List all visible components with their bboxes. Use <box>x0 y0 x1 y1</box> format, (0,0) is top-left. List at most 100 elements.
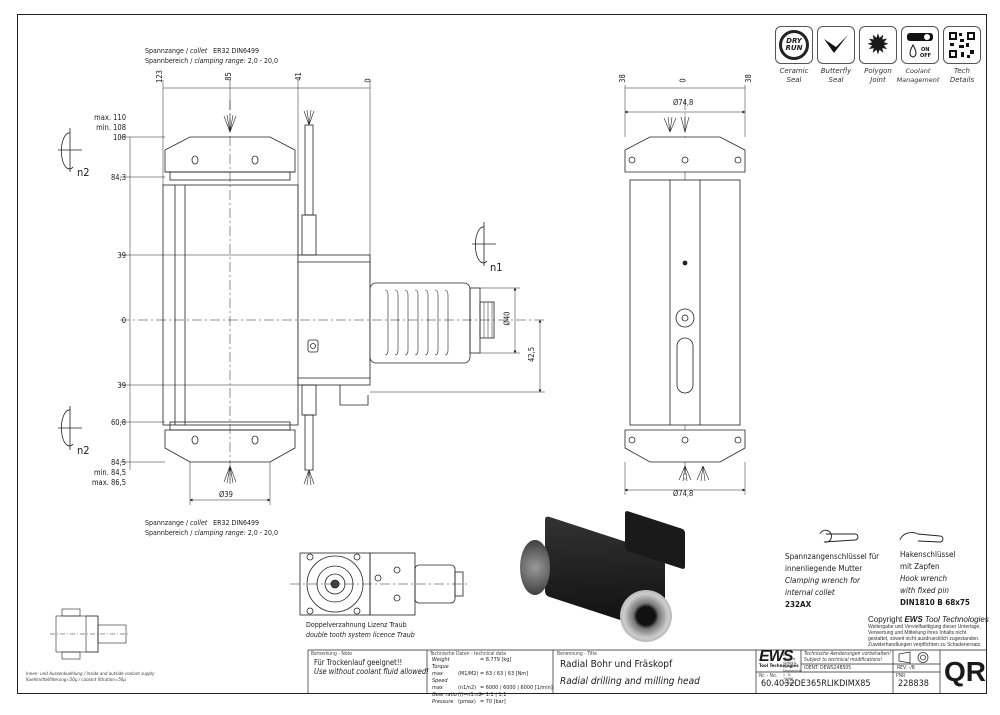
feature-ceramic-seal: DRY RUN <box>775 26 813 64</box>
rotation-symbols <box>58 128 496 450</box>
copyright-line: gestattet, soweit nicht ausdruecklich zu… <box>868 636 980 642</box>
wrench1-part: 232AX <box>785 600 812 609</box>
tech-row-pressure: Pressure(pmax)= 70 [bar] <box>432 699 506 705</box>
dim-0-left: 0 <box>121 316 126 325</box>
dim-42-5: 42,5 <box>527 346 537 363</box>
feature-tech-details[interactable] <box>943 26 981 64</box>
note-en: Use without coolant fluid allowed! <box>314 667 429 676</box>
dim-max-86-5: max. 86,5 <box>91 478 126 487</box>
dim-max-110: max. 110 <box>94 113 126 122</box>
note-de: Für Trockenlauf geeignet!! <box>314 658 403 667</box>
wrench2-line2: mit Zapfen <box>900 562 940 571</box>
company-logo: EWS Tool Technologies <box>759 648 799 669</box>
top-view <box>290 552 470 616</box>
note-header: Bemerkung - Note <box>311 651 352 657</box>
dim-diameter-40: Ø40 <box>502 311 512 326</box>
wrench2-part: DIN1810 B 68x75 <box>900 598 970 607</box>
product-title-en: Radial drilling and milling head <box>560 676 700 687</box>
drawing-frame <box>17 14 987 694</box>
dim-min-108: min. 108 <box>96 123 126 132</box>
dim-diameter-74-8-top: Ø74,8 <box>673 98 694 107</box>
copyright-notice: Copyright EWS Tool Technologies Weiterga… <box>868 615 989 648</box>
dim-60-8: 60,8 <box>110 418 126 427</box>
copyright-line: Weitergabe und Vervielfaeltigung dieser … <box>868 624 981 630</box>
wrench2-line1: Hakenschlüssel <box>900 550 956 559</box>
dim-123: 123 <box>154 70 164 83</box>
dim-diameter-74-8-bottom: Ø74,8 <box>673 489 694 498</box>
tech-row-weight: Weight= 8.779 [kg] <box>432 657 512 663</box>
copyright-line: Verwertung und Mitteilung ihres Inhalts … <box>868 630 967 636</box>
dim-41: 41 <box>293 72 303 81</box>
rotation-label-n2-bottom: n2 <box>77 444 90 457</box>
title-header: Benennung - Title <box>557 651 597 657</box>
wrench1-line1: Spannzangenschlüssel für <box>785 552 880 561</box>
collet-spec-bottom: Spannzange / collet ER32 DIN6499 <box>145 519 259 527</box>
feature-butterfly-seal <box>817 26 855 64</box>
dim-diameter-39: Ø39 <box>219 490 233 499</box>
wrench2-line4: with fixed pin <box>900 586 949 595</box>
dim-0-side: 0 <box>678 78 688 83</box>
pnr-number: 228838 <box>898 679 929 689</box>
dim-0-top: 0 <box>363 78 373 83</box>
svg-text:ON: ON <box>921 47 929 53</box>
front-view <box>162 124 495 471</box>
svg-text:OFF: OFF <box>920 53 931 59</box>
ident: IDENT: DEWS24B505 <box>804 665 852 671</box>
wrench1-line4: internal collet <box>785 588 835 597</box>
qr-code-icon <box>949 32 975 58</box>
rotation-label-n1: n1 <box>490 261 503 274</box>
ews-logo: EWS <box>759 648 793 665</box>
dim-39-lower: 39 <box>117 381 126 390</box>
coolant-management-icon: ON OFF <box>907 33 933 59</box>
dim-85: 85 <box>223 72 233 81</box>
dim-38-left: 38 <box>617 74 627 83</box>
clamping-range-bottom: Spannbereich / clamping range: 2,0 - 20,… <box>145 529 279 537</box>
copyright-title: Copyright EWS Tool Technologies <box>868 615 989 624</box>
wrench-hook: Hakenschlüssel mit Zapfen Hook wrench wi… <box>900 549 970 609</box>
product-title-de: Radial Bohr und Fräskopf <box>560 659 673 670</box>
qr-label[interactable]: QR <box>944 656 986 687</box>
dim-38-right: 38 <box>743 74 753 83</box>
wrench1-line3: Clamping wrench for <box>785 576 860 585</box>
tech-data-header: Technische Daten - technical data <box>430 651 507 657</box>
side-view <box>624 85 746 495</box>
projection-symbol-icon <box>898 651 929 664</box>
dim-39-upper: 39 <box>117 251 126 260</box>
top-view-caption-en: double tooth system licence Traub <box>306 631 415 639</box>
product-render <box>520 510 700 645</box>
dim-min-84-5: min. 84,5 <box>93 468 126 477</box>
tech-row-torque: Torque max(M1/M2)= 63 / 63 | 63 [Nm] <box>432 664 529 677</box>
collet-spec-top: Spannzange / collet ER32 DIN6499 <box>145 47 259 55</box>
tech-row-gear-ratio: Gear ratio(i)=n1:n2= 1:1 | 1:1 <box>432 692 507 698</box>
wrench2-line3: Hook wrench <box>900 574 948 583</box>
part-number: 60.4032DE365RLIKDIMX85 <box>761 679 871 689</box>
coolant-caption-line2: Kuehlmittelfilterung=50µ / coolant filtr… <box>26 678 126 683</box>
company-address: EWS Weigele GmbH & Co. KG · Maybachstr. … <box>783 653 803 685</box>
feature-coolant-management: ON OFF <box>901 26 939 64</box>
dim-84-5: 84,5 <box>110 458 126 467</box>
dry-run-icon: DRY RUN <box>779 30 809 60</box>
wrench-clamping: Spannzangenschlüssel für innenliegende M… <box>785 551 879 611</box>
clamping-range-top: Spannbereich / clamping range: 2,0 - 20,… <box>145 57 279 65</box>
revision: REV: -/B <box>897 665 915 671</box>
coolant-caption-line1: Innen- und Aussenkuehlung / Inside and o… <box>26 672 155 677</box>
company-subtitle: Tool Technologies <box>759 663 799 668</box>
polygon-joint-icon: ✹ <box>866 28 890 61</box>
pnr-header: PNR <box>896 673 906 679</box>
copyright-line: Zuwiderhandlungen verpflichten zu Schade… <box>868 642 982 648</box>
wrench1-line2: innenliegende Mutter <box>785 564 863 573</box>
changes-de: Technische Aenderungen vorbehalten! <box>804 651 891 657</box>
feature-polygon-joint: ✹ <box>859 26 897 64</box>
tech-row-speed: Speed max(n1/n2)= 6000 / 6000 | 6000 [1/… <box>432 678 553 691</box>
dim-108: 108 <box>113 133 126 142</box>
changes-en: Subject to technical modifications! <box>804 657 883 663</box>
coolant-schematic <box>50 608 130 660</box>
wrench-icons <box>819 529 944 543</box>
butterfly-seal-icon <box>824 35 848 53</box>
